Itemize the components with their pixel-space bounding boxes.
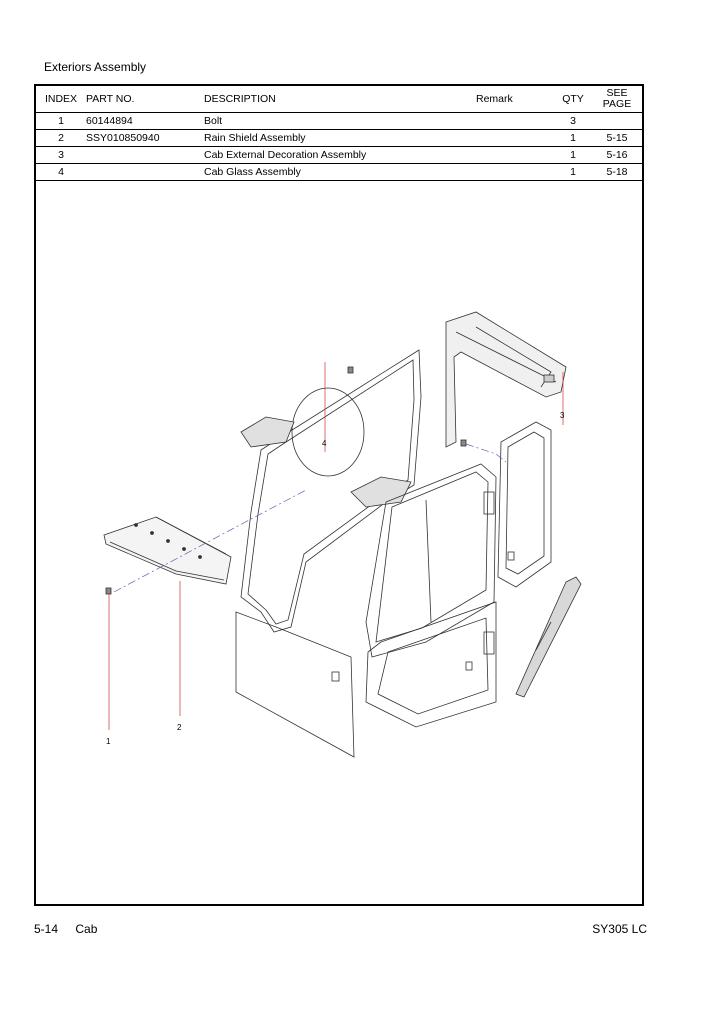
header-see-page: SEE PAGE [592, 86, 642, 113]
cell-part-no: SSY010850940 [86, 129, 204, 147]
cell-description: Rain Shield Assembly [204, 129, 476, 147]
callout-2: 2 [177, 723, 182, 732]
cell-index: 2 [36, 129, 86, 147]
header-description: DESCRIPTION [204, 86, 476, 113]
table-row: 2 SSY010850940 Rain Shield Assembly 1 5-… [36, 129, 642, 147]
table-row: 3 Cab External Decoration Assembly 1 5-1… [36, 146, 642, 164]
cell-part-no [86, 163, 204, 181]
cell-index: 1 [36, 112, 86, 130]
rain-shield-part [103, 516, 232, 585]
table-row: 4 Cab Glass Assembly 1 5-18 [36, 163, 642, 181]
cell-remark [476, 129, 554, 147]
side-glass-part [497, 421, 552, 588]
cell-remark [476, 163, 554, 181]
cell-see-page: 5-18 [592, 163, 642, 181]
cell-qty: 1 [554, 129, 592, 147]
cell-see-page: 5-15 [592, 129, 642, 147]
cell-qty: 3 [554, 112, 592, 130]
callout-3: 3 [560, 411, 565, 420]
cab-door-part [365, 463, 497, 728]
parts-frame: INDEX PART NO. DESCRIPTION Remark QTY SE… [34, 84, 644, 906]
cell-qty: 1 [554, 146, 592, 164]
cell-part-no: 60144894 [86, 112, 204, 130]
bolt-part [105, 587, 112, 595]
footer-chapter: Cab [75, 922, 98, 936]
header-qty: QTY [554, 86, 592, 113]
footer-left: 5-14 Cab [34, 922, 97, 936]
side-trim-part [515, 576, 582, 698]
cell-see-page [592, 112, 642, 130]
header-remark: Remark [476, 86, 554, 113]
external-decoration-part [445, 311, 567, 448]
cell-description: Cab Glass Assembly [204, 163, 476, 181]
header-see-line2: PAGE [602, 98, 632, 110]
cell-description: Bolt [204, 112, 476, 130]
cell-index: 4 [36, 163, 86, 181]
parts-table: INDEX PART NO. DESCRIPTION Remark QTY SE… [36, 86, 642, 181]
table-header-row: INDEX PART NO. DESCRIPTION Remark QTY SE… [36, 86, 642, 113]
cell-see-page: 5-16 [592, 146, 642, 164]
header-part-no: PART NO. [86, 86, 204, 113]
lower-front-panel [235, 611, 355, 758]
callout-1: 1 [106, 737, 111, 746]
footer-page-number: 5-14 [34, 922, 59, 936]
exploded-view-drawing: 1 2 3 4 [103, 311, 582, 758]
callout-4: 4 [322, 439, 327, 448]
cell-index: 3 [36, 146, 86, 164]
section-title: Exteriors Assembly [44, 60, 147, 74]
cell-remark [476, 146, 554, 164]
cell-remark [476, 112, 554, 130]
table-row: 1 60144894 Bolt 3 [36, 112, 642, 130]
cell-qty: 1 [554, 163, 592, 181]
cell-description: Cab External Decoration Assembly [204, 146, 476, 164]
cab-glass-part [240, 349, 422, 633]
header-see-line1: SEE [606, 87, 628, 99]
footer-model: SY305 LC [592, 922, 647, 936]
cell-part-no [86, 146, 204, 164]
header-index: INDEX [36, 86, 86, 113]
